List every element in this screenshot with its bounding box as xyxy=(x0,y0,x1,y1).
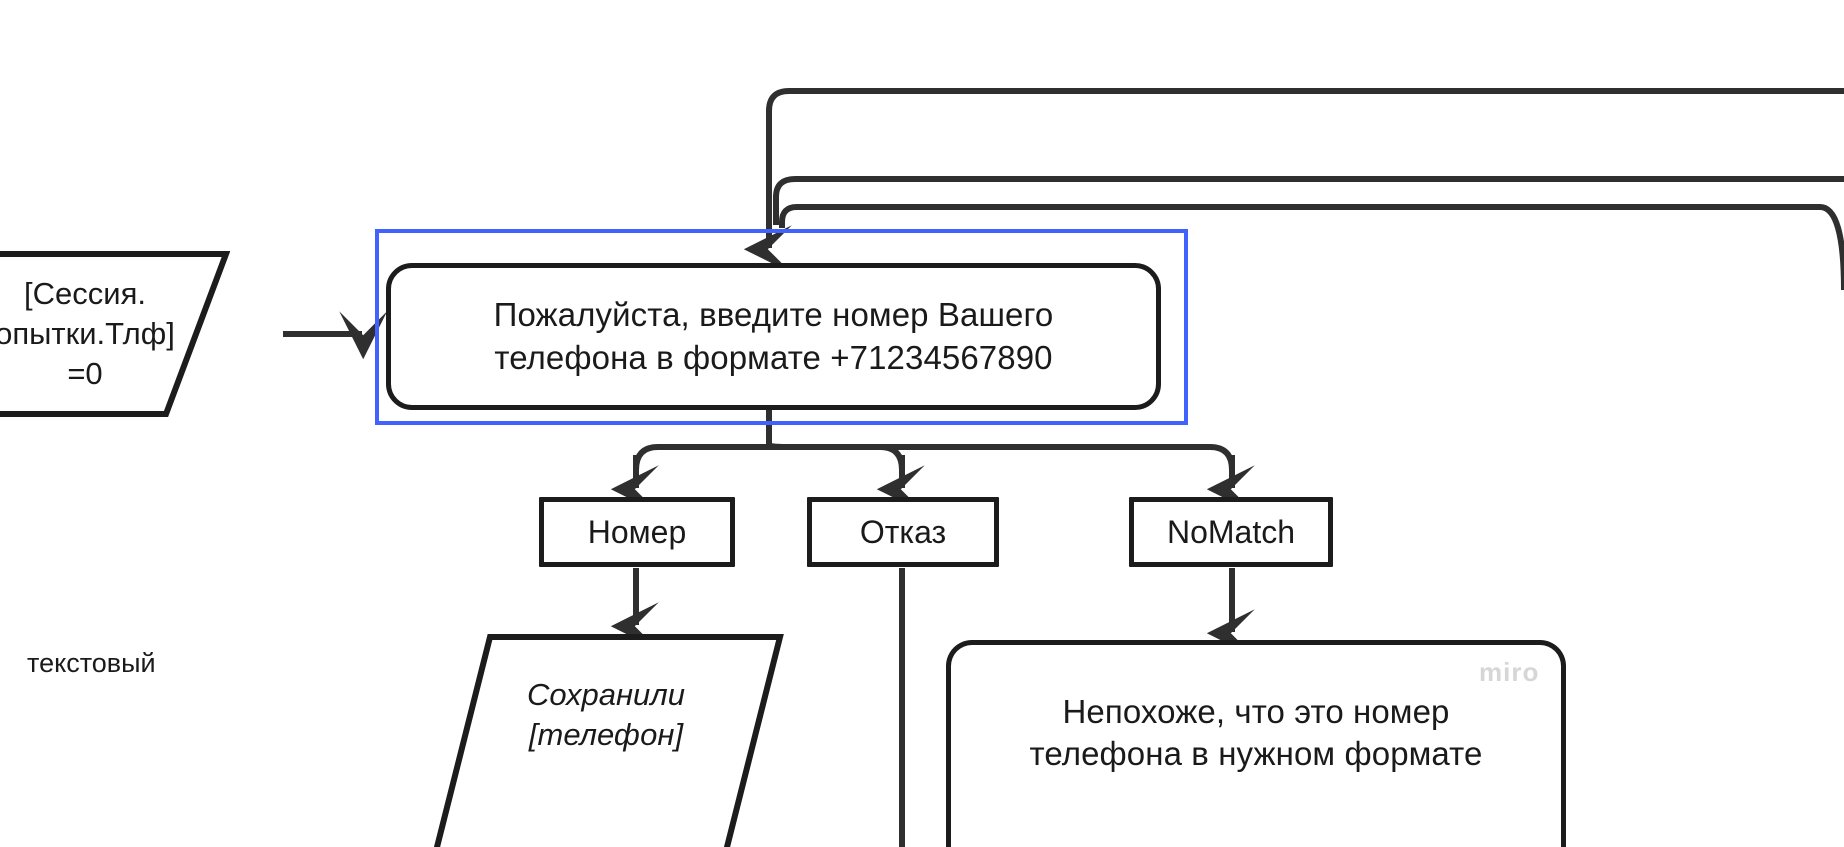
miro-watermark: miro xyxy=(1479,657,1540,687)
caption-text-type: текстовый xyxy=(27,648,156,678)
selection-frame[interactable] xyxy=(375,229,1188,425)
node-label: Отказ xyxy=(859,513,947,550)
node-label: [Сессия. опытки.Тлф] =0 xyxy=(0,276,175,391)
node-intent-nomer[interactable]: Номер xyxy=(539,497,735,567)
edge-fanout-left-right xyxy=(633,444,905,471)
node-label: Сохранили [телефон] xyxy=(527,677,685,752)
parallelogram-shape xyxy=(433,634,784,847)
edge-return-loop-1 xyxy=(766,88,1844,225)
node-action-saved-phone[interactable]: Сохранили [телефон] xyxy=(428,633,784,847)
node-intent-otkaz[interactable]: Отказ xyxy=(807,497,999,567)
edge-return-loop-2 xyxy=(773,176,1844,225)
node-label: NoMatch xyxy=(1166,513,1296,550)
node-prompt-enter-phone[interactable]: Пожалуйста, введите номер Вашего телефон… xyxy=(386,263,1161,410)
edge-fanout-to-nomatch xyxy=(766,442,1235,471)
node-condition-session-attempts[interactable]: [Сессия. опытки.Тлф] =0 xyxy=(0,250,230,418)
node-intent-nomatch[interactable]: NoMatch xyxy=(1129,497,1333,567)
node-label: Непохоже, что это номер телефона в нужно… xyxy=(1029,692,1483,772)
node-prompt-wrong-format[interactable]: Непохоже, что это номер телефона в нужно… xyxy=(946,640,1566,847)
node-label: Пожалуйста, введите номер Вашего телефон… xyxy=(493,296,1054,376)
node-label: Номер xyxy=(587,513,687,550)
parallelogram-shape xyxy=(0,251,230,417)
